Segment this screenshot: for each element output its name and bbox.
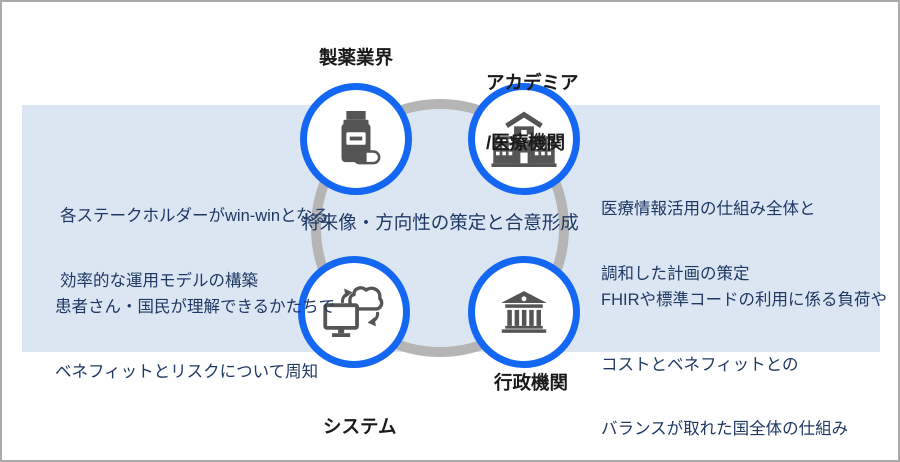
academia-circle — [468, 83, 580, 195]
pharma-note-line: 各ステークホルダーがwin-winとなる — [60, 207, 330, 225]
academia-note-line: 医療情報活用の仕組み全体と — [601, 200, 816, 218]
government-label: 行政機関 — [494, 372, 569, 393]
academia-note-line: 調和した計画の策定 — [601, 264, 750, 283]
pharma-note-line: 効率的な運用モデルの構築 — [60, 271, 258, 290]
pharma-label: 製薬業界 — [318, 47, 393, 68]
vendor-note-line: ベネフィットとリスクについて周知 — [55, 362, 319, 381]
pharma-circle — [300, 83, 412, 195]
connector-ring — [311, 99, 569, 357]
vendor-circle — [298, 256, 410, 368]
academia-note: 医療情報活用の仕組み全体と 調和した計画の策定 — [601, 156, 816, 328]
vendor-label: システム ベンダー — [323, 416, 397, 437]
government-note-line: バランスが取れた国全体の仕組み — [601, 420, 849, 438]
vendor-note-line: 患者さん・国民が理解できるかたちで — [55, 298, 336, 316]
government-note-line: FHIRや標準コードの利用に係る負荷や — [601, 291, 887, 309]
bank-icon — [499, 290, 549, 334]
hospital-icon — [486, 111, 562, 167]
academia-label: アカデミア /医療機関 — [486, 72, 579, 153]
pharma-note: 各ステークホルダーがwin-winとなる 効率的な運用モデルの構築 — [60, 163, 329, 335]
medicine-bottle-icon — [330, 111, 382, 167]
government-note: FHIRや標準コードの利用に係る負荷や コストとベネフィットとの バランスが取れ… — [601, 247, 887, 460]
vendor-note: 患者さん・国民が理解できるかたちで ベネフィットとリスクについて周知 — [55, 254, 335, 426]
center-statement: 将来像・方向性の策定と合意形成 — [301, 212, 579, 233]
government-note-line: コストとベネフィットとの — [601, 355, 799, 374]
computer-cloud-sync-icon — [322, 284, 386, 340]
government-circle — [468, 256, 580, 368]
